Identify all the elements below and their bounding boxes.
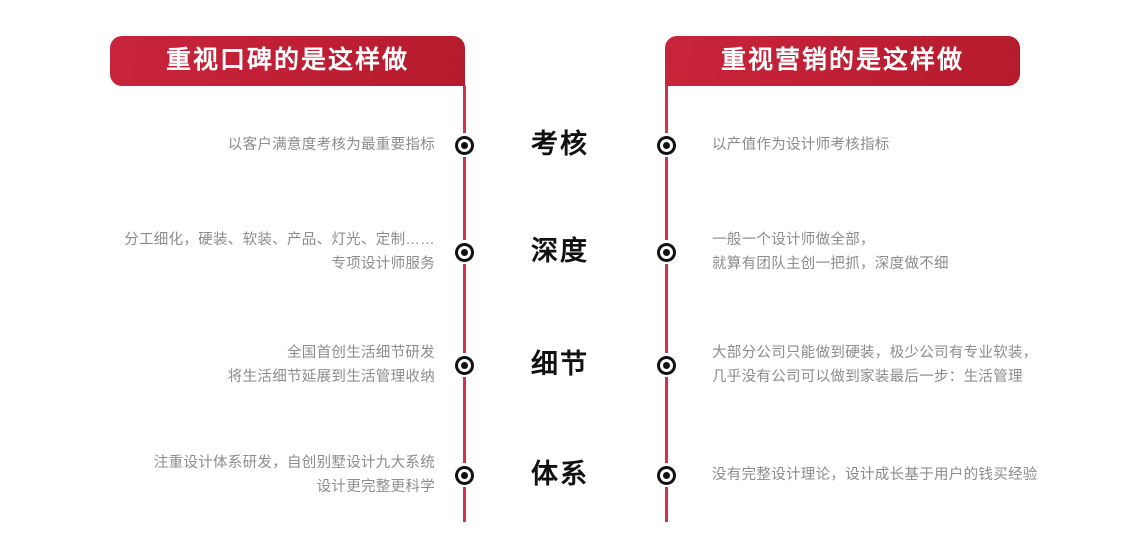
header-banner-right: 重视营销的是这样做 bbox=[665, 36, 1020, 86]
text-line: 分工细化，硬装、软装、产品、灯光、定制…… bbox=[124, 232, 435, 248]
row-marker-icon bbox=[455, 135, 474, 155]
text-line: 设计更完整更科学 bbox=[316, 479, 435, 495]
timeline-rail-left bbox=[463, 86, 466, 522]
row-left-text: 以客户满意度考核为最重要指标 bbox=[40, 133, 435, 157]
row-right-text: 大部分公司只能做到硬装，极少公司有专业软装， 几乎没有公司可以做到家装最后一步：生… bbox=[712, 341, 1122, 389]
text-line: 将生活细节延展到生活管理收纳 bbox=[227, 369, 435, 385]
text-line: 就算有团队主创一把抓，深度做不细 bbox=[712, 256, 949, 272]
row-right-text: 以产值作为设计师考核指标 bbox=[712, 133, 1122, 157]
header-banner-left-title: 重视口碑的是这样做 bbox=[165, 45, 409, 74]
row-marker-icon bbox=[657, 465, 676, 485]
text-line: 大部分公司只能做到硬装，极少公司有专业软装， bbox=[712, 345, 1038, 361]
row-marker-icon bbox=[657, 242, 676, 262]
header-banner-right-title: 重视营销的是这样做 bbox=[720, 45, 964, 74]
row-category-label: 深度 bbox=[531, 236, 589, 266]
text-line: 注重设计体系研发，自创别墅设计九大系统 bbox=[153, 455, 435, 471]
row-marker-icon bbox=[657, 355, 676, 375]
row-marker-icon bbox=[455, 355, 474, 375]
row-marker-icon bbox=[455, 242, 474, 262]
text-line: 专项设计师服务 bbox=[331, 256, 435, 272]
row-left-text: 注重设计体系研发，自创别墅设计九大系统设计更完整更科学 bbox=[40, 451, 435, 499]
text-line: 没有完整设计理论，设计成长基于用户的钱买经验 bbox=[712, 467, 1038, 483]
row-marker-icon bbox=[657, 135, 676, 155]
text-line: 一般一个设计师做全部， bbox=[712, 232, 875, 248]
row-category-label: 考核 bbox=[531, 129, 589, 159]
row-right-text: 一般一个设计师做全部， 就算有团队主创一把抓，深度做不细 bbox=[712, 228, 1122, 276]
text-line: 几乎没有公司可以做到家装最后一步：生活管理 bbox=[712, 369, 1023, 385]
row-category-label: 细节 bbox=[531, 349, 589, 379]
row-left-text: 全国首创生活细节研发将生活细节延展到生活管理收纳 bbox=[40, 341, 435, 389]
text-line: 以产值作为设计师考核指标 bbox=[712, 137, 890, 153]
row-left-text: 分工细化，硬装、软装、产品、灯光、定制…… 专项设计师服务 bbox=[40, 228, 435, 276]
row-category-label: 体系 bbox=[531, 459, 589, 489]
text-line: 全国首创生活细节研发 bbox=[287, 345, 435, 361]
text-line: 以客户满意度考核为最重要指标 bbox=[227, 137, 435, 153]
header-banner-left: 重视口碑的是这样做 bbox=[110, 36, 465, 86]
row-right-text: 没有完整设计理论，设计成长基于用户的钱买经验 bbox=[712, 463, 1122, 487]
timeline-rail-right bbox=[665, 86, 668, 522]
row-marker-icon bbox=[455, 465, 474, 485]
